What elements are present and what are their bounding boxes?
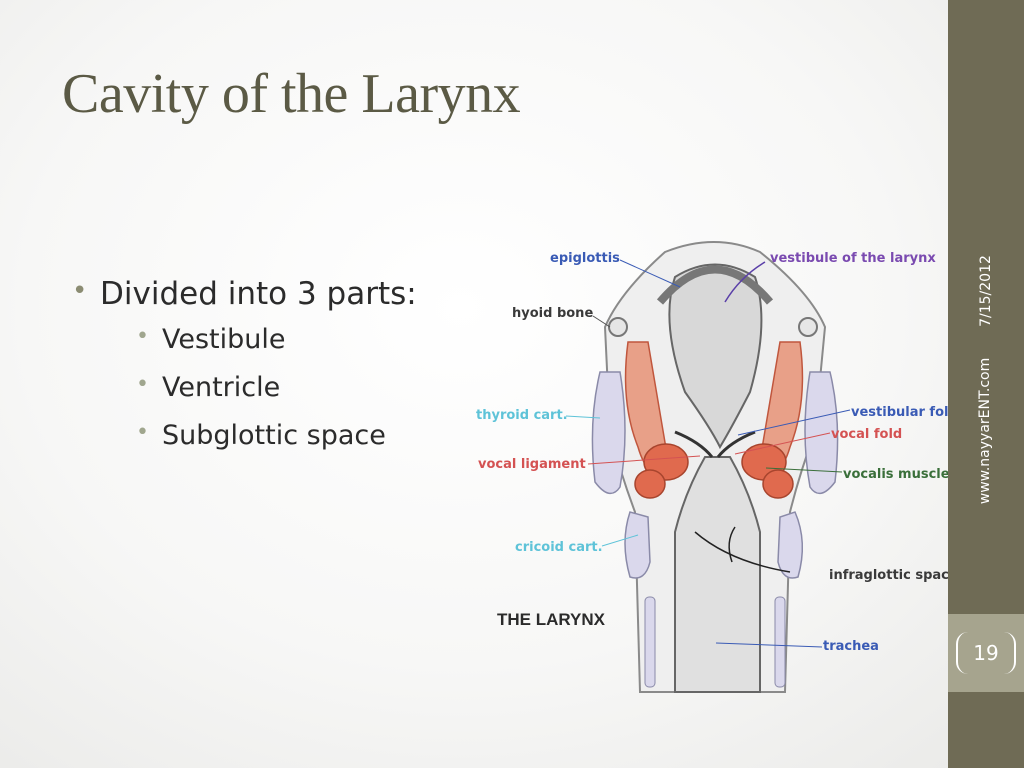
bullet-list: Divided into 3 parts: Vestibule Ventricl… — [72, 276, 417, 468]
sub-bullet-vestibule: Vestibule — [136, 324, 417, 355]
label-vocalis-muscle: vocalis muscle — [843, 467, 950, 482]
label-trachea: trachea — [823, 639, 879, 654]
slide-date: 7/15/2012 — [978, 255, 994, 327]
label-infraglottic-space: infraglottic space — [829, 568, 958, 583]
label-hyoid-bone: hyoid bone — [512, 306, 594, 321]
sub-bullet-ventricle: Ventricle — [136, 372, 417, 403]
bullet-main-text: Divided into 3 parts: — [100, 276, 417, 312]
larynx-illustration — [565, 241, 851, 693]
label-vestibule: vestibule of the larynx — [770, 251, 936, 266]
figure-title: THE LARYNX — [497, 610, 605, 629]
slide-website: www.nayyarENT.com — [977, 357, 993, 505]
label-vocal-ligament: vocal ligament — [478, 457, 586, 472]
slide-title: Cavity of the Larynx — [62, 63, 521, 125]
label-vestibular-fold: vestibular fold — [851, 405, 958, 420]
page-number: 19 — [956, 632, 1016, 674]
sub-bullet-subglottic: Subglottic space — [136, 420, 417, 451]
sub-bullet-list: Vestibule Ventricle Subglottic space — [136, 324, 417, 451]
label-thyroid-cart: thyroid cart. — [476, 408, 568, 423]
label-cricoid-cart: cricoid cart. — [515, 540, 603, 555]
bullet-main: Divided into 3 parts: Vestibule Ventricl… — [72, 276, 417, 451]
page-number-box — [948, 614, 1024, 692]
label-epiglottis: epiglottis — [550, 251, 620, 266]
label-vocal-fold: vocal fold — [831, 427, 903, 442]
larynx-figure: epiglottis vestibule of the larynx hyoid… — [470, 232, 960, 702]
